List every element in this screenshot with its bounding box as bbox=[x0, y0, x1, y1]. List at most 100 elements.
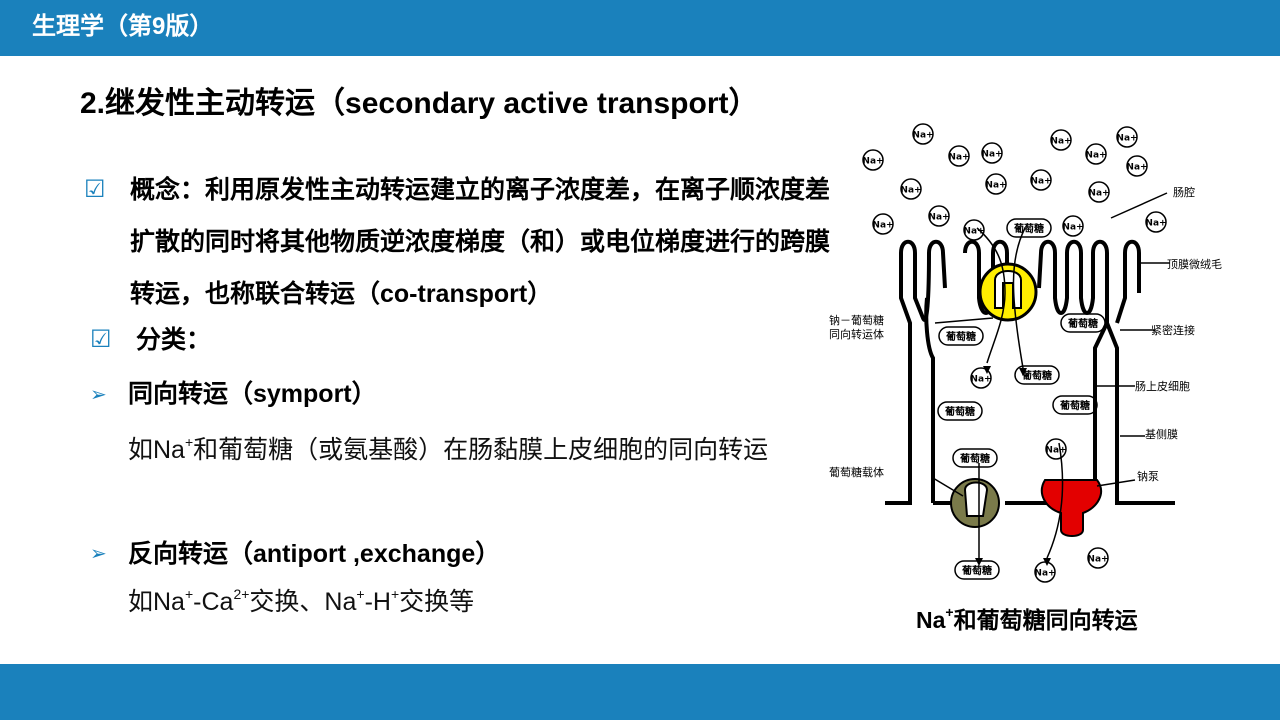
caption-text: Na bbox=[916, 607, 946, 633]
sodium-ion: Na+ bbox=[1085, 143, 1107, 165]
svg-text:葡萄糖: 葡萄糖 bbox=[945, 330, 976, 343]
superscript: + bbox=[184, 433, 194, 450]
svg-text:Na+: Na+ bbox=[912, 131, 933, 141]
svg-text:葡萄糖: 葡萄糖 bbox=[1021, 369, 1052, 382]
antiport-example: 如Na+-Ca2+交换、Na+-H+交换等 bbox=[128, 576, 474, 628]
label-sodium-pump: 钠泵 bbox=[1137, 469, 1159, 483]
svg-text:Na+: Na+ bbox=[1087, 555, 1108, 565]
sodium-ion: Na+ bbox=[1116, 126, 1138, 148]
figure-caption: Na+和葡萄糖同向转运 bbox=[916, 602, 1138, 638]
svg-text:Na+: Na+ bbox=[872, 221, 893, 231]
symport-label: 同向转运（symport） bbox=[128, 380, 377, 408]
label-tight-junction: 紧密连接 bbox=[1151, 323, 1195, 337]
glucose-molecule: 葡萄糖 bbox=[1060, 313, 1106, 333]
svg-text:Na+: Na+ bbox=[948, 153, 969, 163]
svg-text:Na+: Na+ bbox=[963, 227, 984, 237]
glucose-molecule: 葡萄糖 bbox=[1052, 395, 1098, 415]
antiport-example-text: -Ca bbox=[193, 588, 234, 616]
svg-text:Na+: Na+ bbox=[1050, 137, 1071, 147]
antiport-example-text: 如Na bbox=[128, 588, 185, 616]
svg-text:葡萄糖: 葡萄糖 bbox=[959, 452, 990, 465]
svg-text:Na+: Na+ bbox=[1088, 189, 1109, 199]
checkbox-icon: ☑ bbox=[84, 176, 106, 203]
svg-text:葡萄糖: 葡萄糖 bbox=[944, 405, 975, 418]
label-microvilli: 顶膜微绒毛 bbox=[1167, 257, 1222, 271]
glucose-molecule: 葡萄糖 bbox=[954, 560, 1000, 580]
label-cotransporter-2: 同向转运体 bbox=[829, 327, 884, 341]
classification-label: 分类： bbox=[136, 326, 212, 354]
sodium-ion: Na+ bbox=[981, 142, 1003, 164]
glucose-molecule: 葡萄糖 bbox=[1006, 218, 1052, 238]
sodium-ion: Na+ bbox=[1030, 169, 1052, 191]
sodium-ion: Na+ bbox=[970, 367, 992, 389]
top-banner: 生理学（第9版） bbox=[0, 0, 1280, 56]
label-epithelial-cell: 肠上皮细胞 bbox=[1135, 380, 1190, 393]
transport-arrows bbox=[932, 192, 1170, 559]
slide-heading: 2.继发性主动转运（secondary active transport） bbox=[80, 87, 759, 120]
sodium-glucose-symport-diagram: Na+ Na+ Na+ Na+ Na+ Na+ Na+ Na+ Na+ Na+ Na+ Na+ Na+ N… bbox=[829, 123, 1222, 583]
svg-text:Na+: Na+ bbox=[862, 157, 883, 167]
antiport-example-text: 交换等 bbox=[399, 588, 475, 616]
svg-text:葡萄糖: 葡萄糖 bbox=[1059, 399, 1090, 412]
glucose-molecule: 葡萄糖 bbox=[938, 326, 984, 346]
svg-text:Na+: Na+ bbox=[981, 150, 1002, 160]
concept-label: 概念： bbox=[130, 176, 206, 204]
sodium-ions: Na+ Na+ Na+ Na+ Na+ Na+ Na+ Na+ Na+ Na+ Na+ Na+ Na+ N… bbox=[862, 123, 1167, 583]
svg-text:Na+: Na+ bbox=[970, 375, 991, 385]
superscript: 2+ bbox=[233, 585, 250, 602]
sodium-pump bbox=[1040, 479, 1102, 537]
arrow-bullet-icon: ➢ bbox=[90, 384, 107, 406]
svg-text:葡萄糖: 葡萄糖 bbox=[1013, 222, 1044, 235]
svg-text:Na+: Na+ bbox=[985, 181, 1006, 191]
book-title: 生理学（第9版） bbox=[32, 13, 214, 40]
svg-text:葡萄糖: 葡萄糖 bbox=[961, 564, 992, 577]
svg-text:Na+: Na+ bbox=[1126, 163, 1147, 173]
figure-labels: 肠腔 顶膜微绒毛 钠－葡萄糖 同向转运体 紧密连接 肠上皮细胞 基侧膜 葡萄糖载… bbox=[829, 185, 1222, 483]
sodium-ion: Na+ bbox=[928, 205, 950, 227]
arrowheads bbox=[975, 366, 1051, 566]
symport-example: 如Na+和葡萄糖（或氨基酸）在肠黏膜上皮细胞的同向转运 bbox=[128, 424, 778, 476]
superscript: + bbox=[184, 585, 194, 602]
svg-text:Na+: Na+ bbox=[928, 213, 949, 223]
bottom-banner bbox=[0, 664, 1280, 720]
checkbox-icon: ☑ bbox=[90, 326, 112, 353]
sodium-ion: Na+ bbox=[1045, 438, 1067, 460]
svg-text:Na+: Na+ bbox=[1085, 151, 1106, 161]
sodium-ion: Na+ bbox=[1087, 547, 1109, 569]
glucose-molecule: 葡萄糖 bbox=[937, 401, 983, 421]
sodium-ion: Na+ bbox=[872, 213, 894, 235]
svg-text:Na+: Na+ bbox=[1045, 446, 1066, 456]
superscript: + bbox=[356, 585, 365, 602]
na-glucose-cotransporter bbox=[978, 262, 1038, 322]
sodium-ion: Na+ bbox=[985, 173, 1007, 195]
label-glucose-carrier: 葡萄糖载体 bbox=[829, 465, 884, 479]
caption-text: 和葡萄糖同向转运 bbox=[953, 607, 1138, 633]
svg-text:Na+: Na+ bbox=[1062, 223, 1083, 233]
glucose-molecule: 葡萄糖 bbox=[1014, 365, 1060, 385]
svg-text:葡萄糖: 葡萄糖 bbox=[1067, 317, 1098, 330]
svg-text:Na+: Na+ bbox=[1030, 177, 1051, 187]
sodium-ion: Na+ bbox=[1034, 561, 1056, 583]
sodium-ion: Na+ bbox=[963, 219, 985, 241]
antiport-example-text: -H bbox=[364, 588, 391, 616]
antiport-label: 反向转运（antiport ,exchange） bbox=[128, 540, 501, 568]
sodium-ion: Na+ bbox=[1088, 181, 1110, 203]
cell-membrane bbox=[885, 239, 1175, 505]
arrow-bullet-icon: ➢ bbox=[90, 543, 107, 565]
sodium-ion: Na+ bbox=[948, 145, 970, 167]
svg-text:Na+: Na+ bbox=[1145, 219, 1166, 229]
svg-text:Na+: Na+ bbox=[1116, 134, 1137, 144]
label-lumen: 肠腔 bbox=[1173, 185, 1195, 199]
concept-paragraph: 概念：利用原发性主动转运建立的离子浓度差，在离子顺浓度差扩散的同时将其他物质逆浓… bbox=[130, 164, 835, 320]
antiport-example-text: 交换、Na bbox=[249, 588, 357, 616]
glucose-carrier bbox=[950, 478, 1000, 528]
sodium-ion: Na+ bbox=[912, 123, 934, 145]
sodium-ion: Na+ bbox=[1126, 155, 1148, 177]
superscript: + bbox=[945, 604, 954, 621]
sodium-ion: Na+ bbox=[1145, 211, 1167, 233]
svg-text:Na+: Na+ bbox=[900, 186, 921, 196]
superscript: + bbox=[390, 585, 400, 602]
symport-example-text: 如Na bbox=[128, 436, 185, 464]
sodium-ion: Na+ bbox=[1050, 129, 1072, 151]
